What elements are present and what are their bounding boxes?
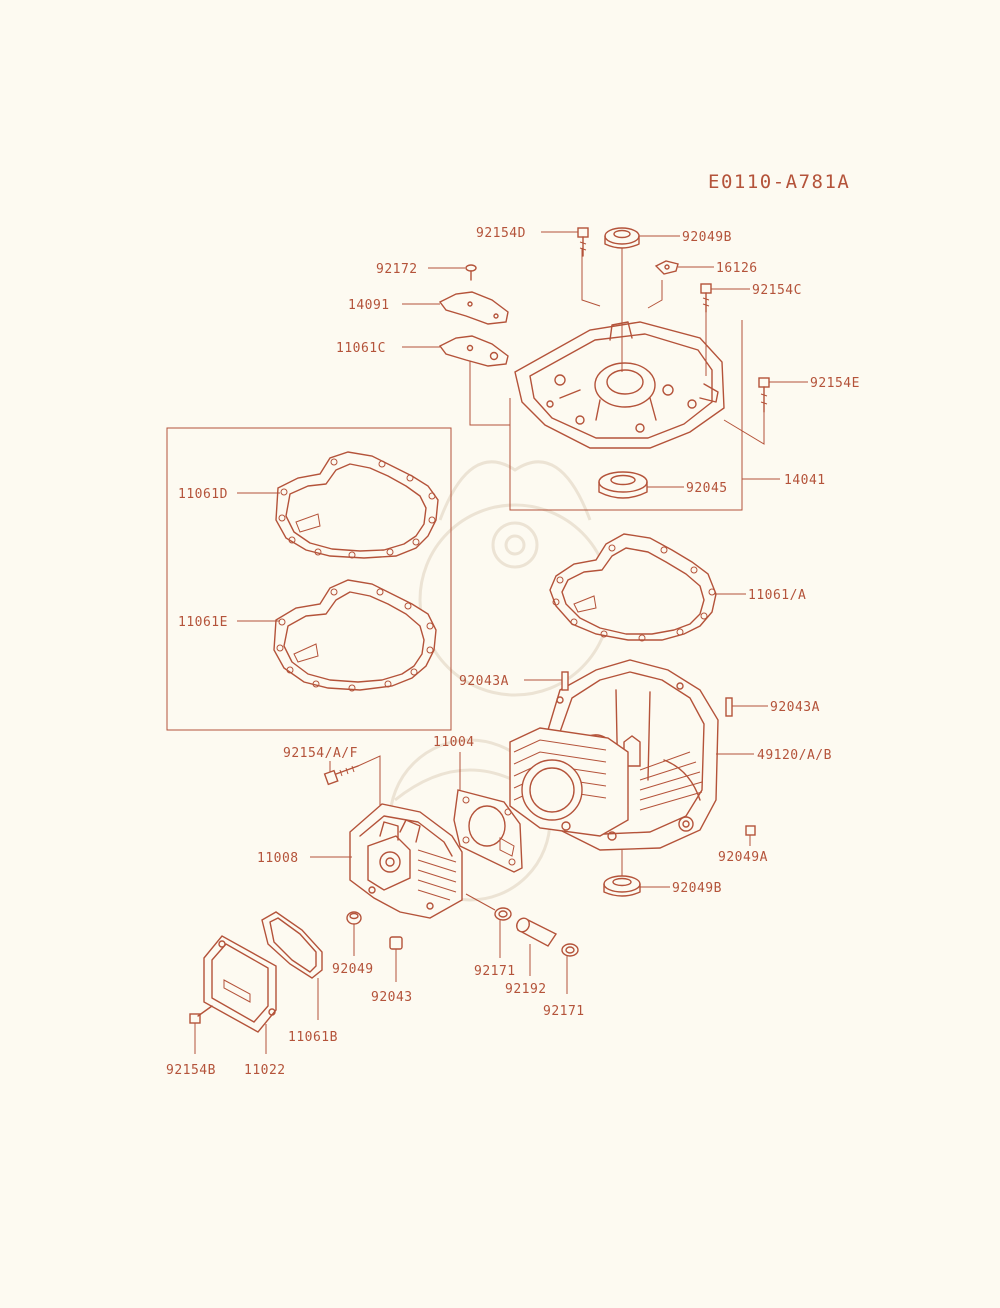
gasket-11061E[interactable] bbox=[273, 579, 437, 692]
label-92043A-right[interactable]: 92043A bbox=[770, 700, 820, 715]
gasket-11061C[interactable] bbox=[438, 335, 509, 367]
oil-seal-92049B-top[interactable] bbox=[604, 227, 640, 249]
plug-92049A[interactable] bbox=[745, 825, 756, 836]
label-11061D[interactable]: 11061D bbox=[178, 487, 228, 502]
gasket-11061D[interactable] bbox=[275, 451, 439, 559]
bolt-92154C[interactable] bbox=[700, 283, 712, 313]
label-92043[interactable]: 92043 bbox=[371, 990, 413, 1005]
label-92171-left[interactable]: 92171 bbox=[474, 964, 516, 979]
gasket-11061B[interactable] bbox=[261, 911, 323, 979]
label-92172[interactable]: 92172 bbox=[376, 262, 418, 277]
dowel-pin-92043A-right[interactable] bbox=[725, 697, 733, 717]
label-92154E[interactable]: 92154E bbox=[810, 376, 860, 391]
label-92049B-bottom[interactable]: 92049B bbox=[672, 881, 722, 896]
plate-14091[interactable] bbox=[438, 291, 509, 325]
crankcase-cover-group bbox=[469, 248, 780, 511]
label-92154AF[interactable]: 92154/A/F bbox=[283, 746, 358, 761]
screw-92172[interactable] bbox=[465, 264, 477, 281]
label-11022[interactable]: 11022 bbox=[244, 1063, 286, 1078]
label-92171-right[interactable]: 92171 bbox=[543, 1004, 585, 1019]
head-gasket-11004[interactable] bbox=[453, 789, 523, 873]
label-14041[interactable]: 14041 bbox=[784, 473, 826, 488]
bolt-92154E[interactable] bbox=[758, 377, 770, 413]
label-16126[interactable]: 16126 bbox=[716, 261, 758, 276]
label-11004[interactable]: 11004 bbox=[433, 735, 475, 750]
label-11061A[interactable]: 11061/A bbox=[748, 588, 806, 603]
label-11061E[interactable]: 11061E bbox=[178, 615, 228, 630]
label-92049A[interactable]: 92049A bbox=[718, 850, 768, 865]
label-92154B[interactable]: 92154B bbox=[166, 1063, 216, 1078]
oil-seal-92045[interactable] bbox=[598, 471, 648, 499]
dowel-pin-92043A-left[interactable] bbox=[561, 671, 569, 691]
label-92154D[interactable]: 92154D bbox=[476, 226, 526, 241]
bolt-92154B[interactable] bbox=[189, 1005, 213, 1024]
label-11008[interactable]: 11008 bbox=[257, 851, 299, 866]
optional-gasket-box bbox=[166, 427, 452, 731]
clamp-92171-right[interactable] bbox=[561, 943, 579, 957]
crankcase-49120[interactable] bbox=[509, 659, 719, 851]
plug-92049[interactable] bbox=[346, 911, 362, 925]
cylinder-head-11008[interactable] bbox=[349, 803, 463, 919]
label-14091[interactable]: 14091 bbox=[348, 298, 390, 313]
oil-seal-92049B-bottom[interactable] bbox=[603, 850, 641, 897]
dowel-92043[interactable] bbox=[389, 936, 403, 950]
hose-92192[interactable] bbox=[514, 916, 558, 947]
label-11061B[interactable]: 11061B bbox=[288, 1030, 338, 1045]
plate-16126[interactable] bbox=[654, 260, 679, 275]
label-92049B-top[interactable]: 92049B bbox=[682, 230, 732, 245]
label-49120[interactable]: 49120/A/B bbox=[757, 748, 832, 763]
crankcase-cover-14041[interactable] bbox=[514, 321, 725, 449]
label-92043A-left[interactable]: 92043A bbox=[459, 674, 509, 689]
label-92049[interactable]: 92049 bbox=[332, 962, 374, 977]
label-92045[interactable]: 92045 bbox=[686, 481, 728, 496]
clamp-92171-left[interactable] bbox=[465, 893, 512, 921]
gasket-11061A[interactable] bbox=[549, 533, 717, 642]
label-92154C[interactable]: 92154C bbox=[752, 283, 802, 298]
label-92192[interactable]: 92192 bbox=[505, 982, 547, 997]
bolt-92154D[interactable] bbox=[577, 227, 589, 257]
diagram-reference-code: E0110-A781A bbox=[708, 171, 850, 193]
label-11061C[interactable]: 11061C bbox=[336, 341, 386, 356]
bolt-92154AF[interactable] bbox=[323, 765, 359, 786]
head-cover-11022[interactable] bbox=[203, 935, 277, 1033]
